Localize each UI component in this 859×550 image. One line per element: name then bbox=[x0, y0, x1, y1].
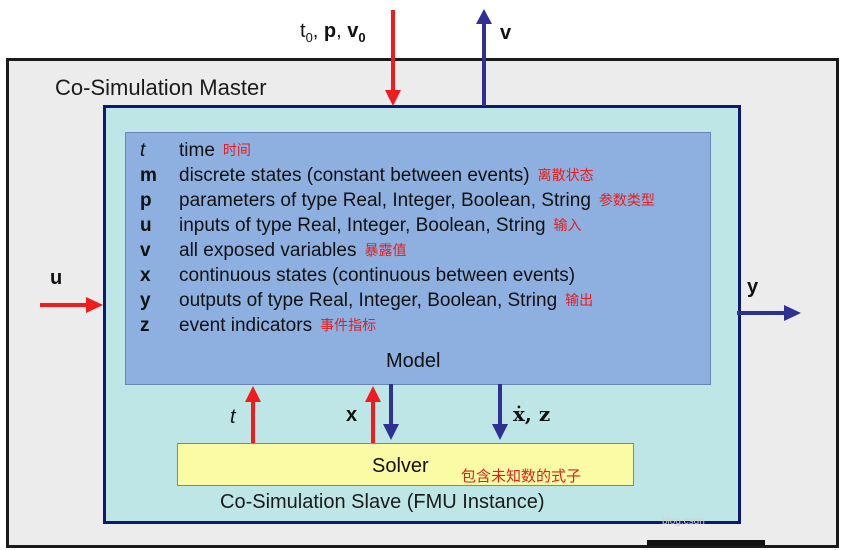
model-row-desc: time bbox=[179, 140, 215, 161]
model-row-note: 输入 bbox=[553, 217, 582, 233]
model-row-symbol: m bbox=[140, 165, 157, 186]
model-row-symbol: v bbox=[140, 240, 151, 261]
arrow-model-to-solver-xdot-z bbox=[492, 384, 508, 440]
model-row-desc: outputs of type Real, Integer, Boolean, … bbox=[179, 290, 558, 311]
model-row-desc: all exposed variables bbox=[179, 240, 357, 261]
top-output-v-label: v bbox=[500, 22, 512, 44]
model-row-note: 输出 bbox=[565, 292, 594, 308]
arrow-solver-to-model-t bbox=[245, 386, 261, 443]
solver-x-label: x bbox=[346, 404, 358, 426]
model-row-symbol: z bbox=[140, 315, 150, 336]
top-input-v: v bbox=[347, 20, 359, 42]
model-box bbox=[125, 132, 711, 385]
solver-t-label: t bbox=[230, 406, 236, 428]
model-row-desc: event indicators bbox=[179, 315, 313, 336]
model-row-symbol: y bbox=[140, 290, 151, 311]
arrow-top-input bbox=[385, 10, 401, 106]
master-title: Co-Simulation Master bbox=[55, 75, 267, 100]
bottom-bar bbox=[647, 540, 765, 546]
model-row-note: 离散状态 bbox=[537, 167, 594, 183]
model-title: Model bbox=[386, 350, 441, 372]
model-row-desc: continuous states (continuous between ev… bbox=[179, 265, 576, 286]
arrow-model-to-solver bbox=[383, 384, 399, 440]
model-row-desc: inputs of type Real, Integer, Boolean, S… bbox=[179, 215, 546, 236]
right-output-y-label: y bbox=[747, 276, 759, 298]
model-row-symbol: p bbox=[140, 190, 152, 211]
left-input-u-label: u bbox=[50, 267, 63, 289]
solver-note: 包含未知数的式子 bbox=[461, 468, 582, 485]
model-row-note: 暴露值 bbox=[364, 242, 407, 258]
top-input-v-subscript: 0 bbox=[358, 30, 366, 45]
arrow-solver-to-model-x bbox=[365, 386, 381, 443]
model-row-note: 事件指标 bbox=[320, 317, 377, 333]
arrow-right-output-y bbox=[737, 305, 801, 321]
solver-box bbox=[177, 443, 634, 486]
top-input-p: p bbox=[323, 20, 337, 42]
model-row-note: 时间 bbox=[222, 142, 251, 158]
model-row-symbol: u bbox=[140, 215, 152, 236]
model-row-desc: parameters of type Real, Integer, Boolea… bbox=[179, 190, 591, 211]
arrow-top-output-v bbox=[476, 9, 492, 106]
slave-title: Co-Simulation Slave (FMU Instance) bbox=[220, 491, 545, 513]
top-input-t: t bbox=[300, 20, 306, 42]
watermark: blog.csdn bbox=[662, 516, 705, 527]
model-row-symbol: t bbox=[140, 140, 146, 161]
top-input-t-subscript: 0 bbox=[305, 30, 313, 45]
top-input-label: t0, p, v0 bbox=[300, 20, 366, 45]
model-row-symbol: x bbox=[140, 265, 151, 286]
model-row-desc: discrete states (constant between events… bbox=[179, 165, 530, 186]
model-out-xdot-z-label: ẋ, z bbox=[513, 402, 551, 426]
top-input-separator-2: , bbox=[336, 20, 348, 42]
top-input-separator: , bbox=[312, 20, 324, 42]
model-row-note: 参数类型 bbox=[598, 192, 655, 208]
solver-label: Solver bbox=[372, 455, 429, 477]
arrow-left-input-u bbox=[40, 297, 103, 313]
